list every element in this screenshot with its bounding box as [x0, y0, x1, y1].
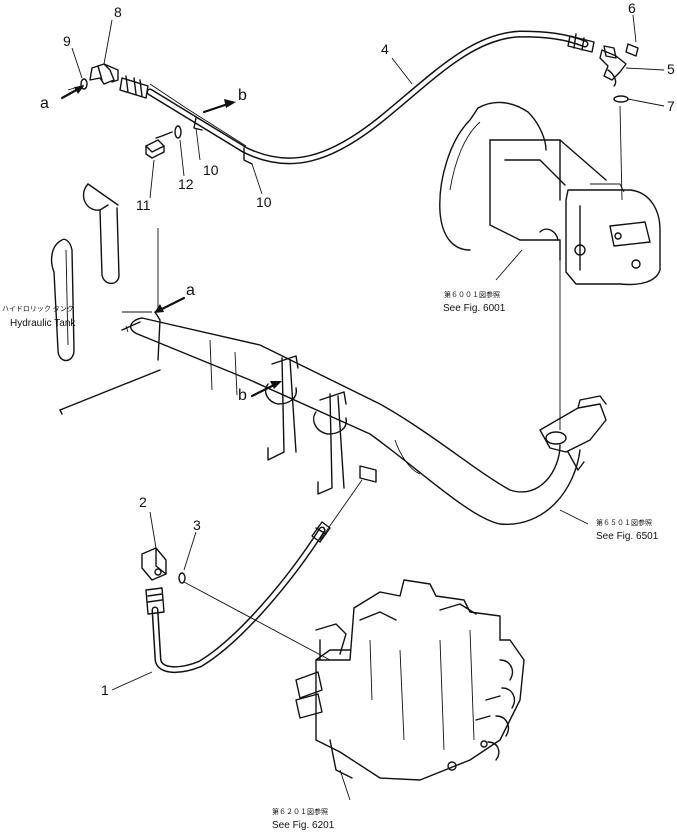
washer-12: [174, 125, 182, 139]
hydraulic-pump-drawing: [439, 101, 661, 286]
arrow-b-pipe: [250, 381, 282, 398]
marker-b-pipe: b: [238, 387, 247, 404]
arrow-b-top: [202, 99, 236, 114]
callout-12: 12: [178, 176, 194, 192]
callout-8: 8: [114, 4, 122, 20]
o-ring-9: [80, 78, 88, 90]
marker-a-top: a: [40, 95, 49, 112]
hose-4-drawing: [119, 30, 595, 165]
connection-lines: [67, 84, 623, 661]
callout-10-right: 10: [256, 194, 272, 210]
hydraulic-tank-drawing: [50, 183, 161, 415]
fig-6201-jp: 第６２０１図参照: [272, 809, 328, 816]
callout-6: 6: [628, 0, 636, 16]
cap-6: [603, 43, 639, 59]
callout-4: 4: [381, 41, 389, 57]
callout-10-left: 10: [203, 162, 219, 178]
fig-6001-jp: 第６００１図参照: [444, 292, 500, 299]
callout-9: 9: [63, 33, 71, 49]
hose-1-drawing: [145, 521, 331, 673]
control-valve-drawing: [295, 579, 525, 781]
callout-3: 3: [193, 517, 201, 533]
elbow-fitting-8: [89, 63, 119, 85]
elbow-fitting-2: [141, 547, 167, 581]
fig-6501-en: See Fig. 6501: [596, 531, 659, 542]
marker-a-tank: a: [186, 282, 195, 299]
fig-6201-en: See Fig. 6201: [272, 820, 335, 831]
bolt-11: [145, 131, 173, 159]
callout-1: 1: [101, 682, 109, 698]
callout-5: 5: [667, 61, 675, 77]
callout-11: 11: [136, 197, 151, 213]
tank-label-jp: ハイドロリック タンク: [2, 306, 74, 313]
tank-label-en: Hydraulic Tank: [10, 318, 76, 329]
arrow-a-tank: [154, 296, 186, 313]
o-ring-3: [178, 572, 186, 584]
callout-2: 2: [139, 494, 147, 510]
arrow-a-top: [60, 86, 84, 100]
suction-pipe-drawing: [121, 311, 607, 525]
o-ring-7: [613, 95, 629, 103]
marker-b-top: b: [238, 87, 247, 104]
fig-6501-jp: 第６５０１図参照: [596, 520, 652, 527]
fig-6001-en: See Fig. 6001: [443, 303, 506, 314]
elbow-fitting-5: [599, 49, 627, 87]
callout-leaders: [71, 14, 665, 801]
callout-7: 7: [667, 98, 675, 114]
